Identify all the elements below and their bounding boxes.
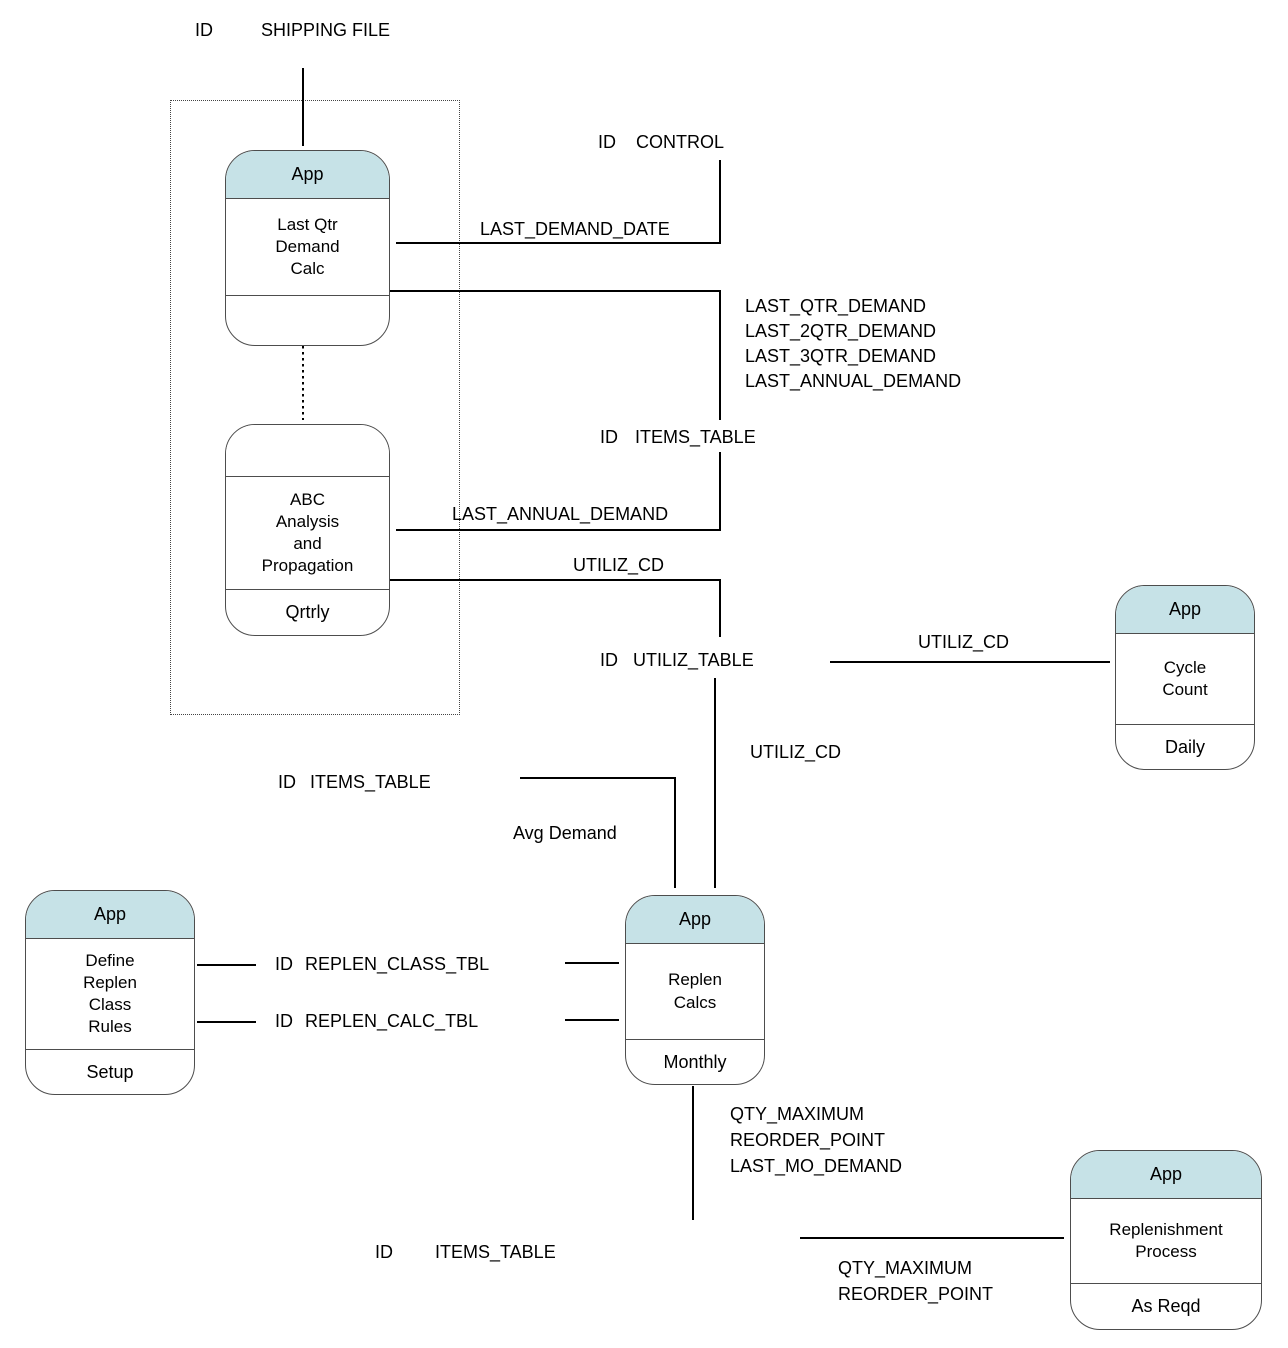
node-body: Replenishment Process <box>1109 1219 1223 1261</box>
flow-label-line: LAST_3QTR_DEMAND <box>745 346 937 366</box>
data-store-replen-calc-tbl: ID REPLEN_CALC_TBL <box>275 1010 478 1032</box>
store-id-label: ID <box>275 954 293 974</box>
flow-label-line: REORDER_POINT <box>730 1130 886 1150</box>
store-name-label: ITEMS_TABLE <box>435 1242 556 1262</box>
node-header <box>226 425 389 477</box>
process-node-cycle-count: App Cycle Count Daily <box>1115 585 1255 770</box>
store-name-label: UTILIZ_TABLE <box>633 650 754 670</box>
node-body: ABC Analysis and Propagation <box>261 489 354 576</box>
node-body: Cycle Count <box>1162 657 1208 699</box>
store-name-label: REPLEN_CALC_TBL <box>305 1011 479 1031</box>
store-id-label: ID <box>375 1242 393 1262</box>
store-name-label: ITEMS_TABLE <box>635 427 756 447</box>
node-header: App <box>26 891 194 939</box>
process-node-replenishment-process: App Replenishment Process As Reqd <box>1070 1150 1262 1330</box>
process-node-abc-analysis: ABC Analysis and Propagation Qrtrly <box>225 424 390 636</box>
store-id-label: ID <box>195 20 213 40</box>
data-store-items-table-top: ID ITEMS_TABLE <box>600 426 756 448</box>
flow-label-utiliz-cd-to-replen: UTILIZ_CD <box>750 742 842 762</box>
flow-label-avg-demand: Avg Demand <box>513 823 617 843</box>
flow-label-utiliz-cd-out: UTILIZ_CD <box>573 555 665 575</box>
node-footer: Qrtrly <box>226 589 389 635</box>
flow-label-line: QTY_MAXIMUM <box>838 1258 973 1278</box>
flow-label-line: LAST_MO_DEMAND <box>730 1156 903 1176</box>
node-body: Define Replen Class Rules <box>83 950 137 1037</box>
flow-label-demand-outputs: LAST_QTR_DEMAND LAST_2QTR_DEMAND LAST_3Q… <box>745 294 961 394</box>
store-id-label: ID <box>600 427 618 447</box>
data-store-utiliz-table: ID UTILIZ_TABLE <box>600 649 754 671</box>
store-name-label: CONTROL <box>636 132 725 152</box>
store-name-label: ITEMS_TABLE <box>310 772 431 792</box>
store-name-label: REPLEN_CLASS_TBL <box>305 954 490 974</box>
node-footer: Daily <box>1116 724 1254 769</box>
node-footer <box>226 295 389 345</box>
node-header: App <box>626 896 764 944</box>
flow-label-line: REORDER_POINT <box>838 1284 994 1304</box>
store-id-label: ID <box>598 132 616 152</box>
store-id-label: ID <box>278 772 296 792</box>
process-node-define-replen-class-rules: App Define Replen Class Rules Setup <box>25 890 195 1095</box>
flow-label-line: LAST_ANNUAL_DEMAND <box>745 371 962 391</box>
data-store-items-table-bottom: ID ITEMS_TABLE <box>375 1241 556 1263</box>
data-store-items-table-mid: ID ITEMS_TABLE <box>278 771 431 793</box>
flow-label-line: LAST_2QTR_DEMAND <box>745 321 937 341</box>
node-header: App <box>1116 586 1254 634</box>
flow-label-replen-outputs: QTY_MAXIMUM REORDER_POINT LAST_MO_DEMAND <box>730 1101 902 1179</box>
node-header: App <box>226 151 389 199</box>
store-name-label: SHIPPING FILE <box>261 20 391 40</box>
node-body: Last Qtr Demand Calc <box>275 214 340 279</box>
process-node-last-qtr-demand-calc: App Last Qtr Demand Calc <box>225 150 390 346</box>
flow-label-replenishment-inputs: QTY_MAXIMUM REORDER_POINT <box>838 1255 993 1307</box>
node-footer: Setup <box>26 1049 194 1094</box>
flow-label-last-annual-demand: LAST_ANNUAL_DEMAND <box>452 504 669 524</box>
flow-label-last-demand-date: LAST_DEMAND_DATE <box>480 219 670 239</box>
process-node-replen-calcs: App Replen Calcs Monthly <box>625 895 765 1085</box>
data-store-control: ID CONTROL <box>598 131 724 153</box>
node-footer: As Reqd <box>1071 1283 1261 1329</box>
flow-label-line: QTY_MAXIMUM <box>730 1104 865 1124</box>
flow-label-line: LAST_QTR_DEMAND <box>745 296 927 316</box>
node-footer: Monthly <box>626 1039 764 1084</box>
store-id-label: ID <box>600 650 618 670</box>
data-store-shipping-file: ID SHIPPING FILE <box>195 19 390 41</box>
flow-label-utiliz-cd-to-cycle-count: UTILIZ_CD <box>918 632 1010 652</box>
data-store-replen-class-tbl: ID REPLEN_CLASS_TBL <box>275 953 489 975</box>
store-id-label: ID <box>275 1011 293 1031</box>
node-body: Replen Calcs <box>668 970 722 1012</box>
node-header: App <box>1071 1151 1261 1199</box>
